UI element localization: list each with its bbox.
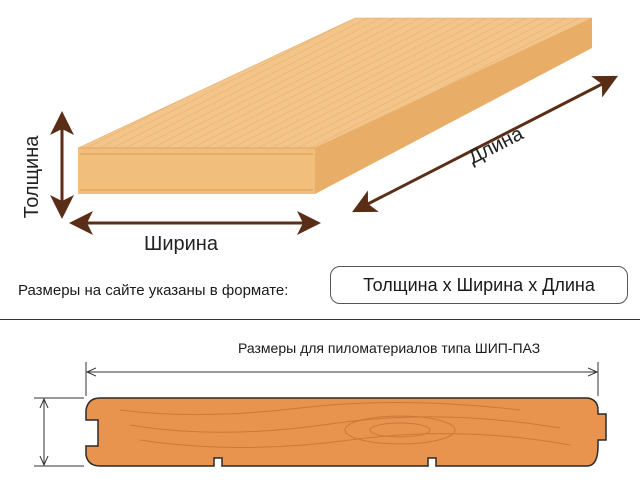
- section-divider: [0, 319, 640, 320]
- board-3d: [77, 17, 593, 194]
- profile-dimensions: [34, 362, 599, 467]
- tongue-groove-profile: [85, 397, 607, 467]
- thickness-label: Толщина: [21, 135, 43, 219]
- profile-grain: [119, 401, 571, 448]
- width-label: Ширина: [144, 233, 218, 255]
- board-front-face: [78, 148, 315, 194]
- board-front-grooves: [80, 153, 313, 191]
- format-note: Размеры на сайте указаны в формате:: [18, 282, 289, 299]
- profile-caption: Размеры для пиломатериалов типа ШИП-ПАЗ: [238, 340, 541, 356]
- format-value: Толщина х Ширина х Длина: [363, 274, 595, 295]
- format-value-box: Толщина х Ширина х Длина: [330, 266, 628, 304]
- length-arrow: [351, 75, 619, 213]
